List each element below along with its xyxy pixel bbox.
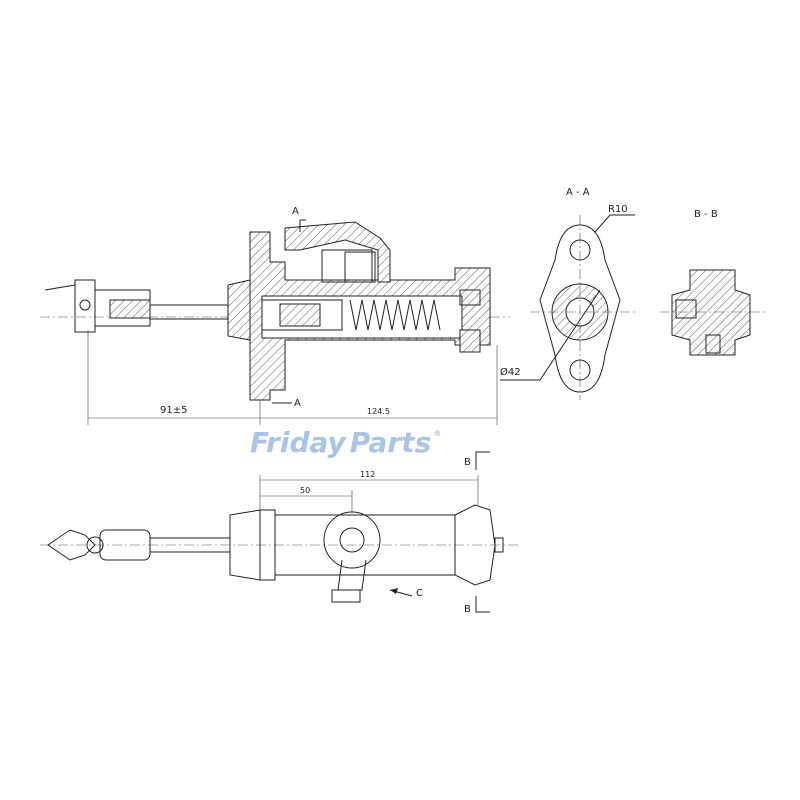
section-mark-b-top: B bbox=[464, 457, 471, 468]
radius-label: R10 bbox=[608, 204, 628, 215]
dim-body-length: 124.5 bbox=[367, 407, 390, 416]
section-mark-b-bottom: B bbox=[464, 604, 471, 615]
section-bb-title: B - B bbox=[694, 209, 718, 220]
section-aa: A - A R10 Ø42 bbox=[500, 187, 635, 400]
section-aa-title: A - A bbox=[566, 187, 590, 198]
diameter-label: Ø42 bbox=[500, 366, 521, 378]
view-c-label: C bbox=[416, 588, 423, 599]
section-bb: B - B bbox=[660, 209, 765, 356]
dim-rod-length: 91±5 bbox=[160, 405, 187, 416]
section-view: A A 91±5 124.5 bbox=[40, 206, 510, 425]
section-mark-a-top: A bbox=[292, 206, 299, 217]
dim-overall-length: 112 bbox=[360, 470, 375, 479]
plan-view: 112 50 B B C bbox=[40, 451, 520, 615]
reservoir-port bbox=[284, 221, 391, 283]
dim-port-offset: 50 bbox=[300, 486, 310, 495]
cylinder-body bbox=[249, 231, 491, 401]
clevis bbox=[44, 279, 151, 333]
section-mark-a-bottom: A bbox=[294, 398, 301, 409]
